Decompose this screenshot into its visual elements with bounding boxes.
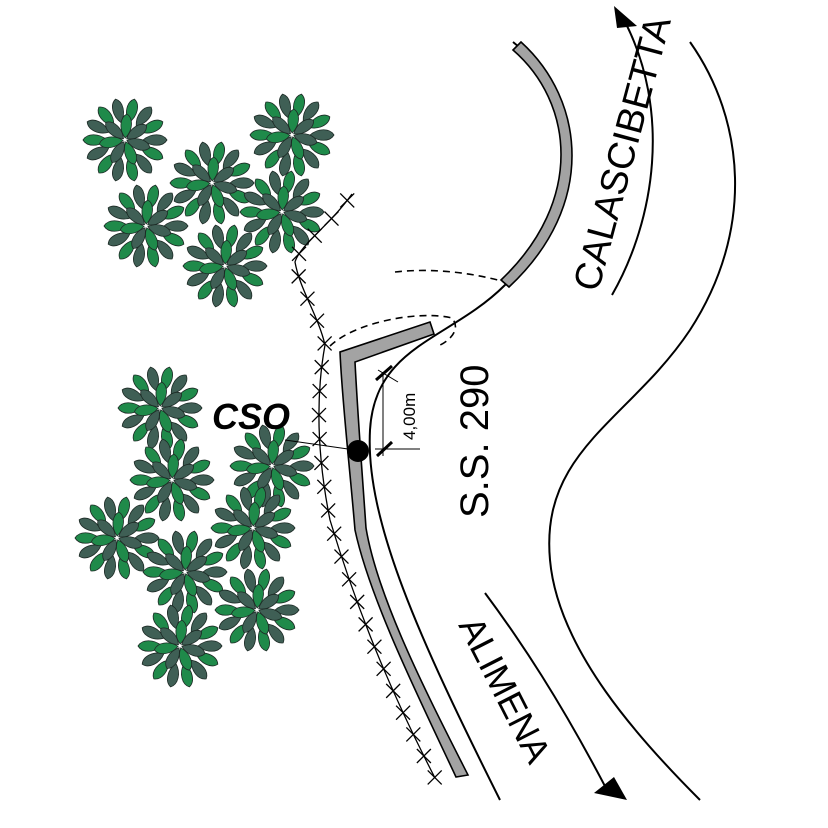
fence-cross-icon <box>416 748 432 764</box>
distance-dimension: 4,00m <box>375 364 420 458</box>
fence-line <box>294 193 436 779</box>
direction-label-calascibetta: CALASCIBETTA <box>566 11 680 295</box>
site-dot-icon <box>347 440 369 462</box>
fence-cross-icon <box>341 571 357 587</box>
fence-cross-icon <box>324 211 339 226</box>
fence-cross-icon <box>317 335 333 351</box>
cso-site: CSO <box>212 396 369 462</box>
fence-cross-icon <box>309 313 325 329</box>
arrow-north-line <box>611 17 654 296</box>
fence-cross-icon <box>312 431 328 447</box>
fence-cross-icon <box>376 661 392 677</box>
fence-cross-icon <box>326 526 342 542</box>
fence-cross-icon <box>334 549 349 564</box>
fence-crosses <box>291 192 443 785</box>
tree-icon <box>182 223 268 309</box>
fence-cross-icon <box>291 246 307 262</box>
road-edge-east <box>548 41 737 801</box>
fence-cross-icon <box>395 705 411 721</box>
tree-icon <box>137 603 223 689</box>
fence-cross-icon <box>291 268 307 284</box>
distance-label: 4,00m <box>400 393 419 440</box>
tree-icon <box>82 97 168 183</box>
fence-cross-icon <box>307 228 323 244</box>
fence-cross-icon <box>405 726 421 742</box>
junction-dashed-upper <box>394 269 506 283</box>
fence-cross-icon <box>314 359 330 375</box>
tree-cluster <box>74 92 335 689</box>
fence-cross-icon <box>312 383 328 399</box>
road-label: S.S. 290 <box>453 365 497 518</box>
fence <box>291 192 443 785</box>
tree-icon <box>214 567 300 653</box>
fence-cross-icon <box>366 639 382 655</box>
tree-icon <box>117 365 203 451</box>
wall-south <box>339 320 470 778</box>
wall-north <box>499 40 573 289</box>
retaining-walls <box>339 40 573 778</box>
fence-cross-icon <box>313 455 329 471</box>
fence-cross-icon <box>316 479 332 495</box>
fence-cross-icon <box>358 616 374 632</box>
fence-cross-icon <box>311 407 327 423</box>
arrow-south-line <box>484 592 608 791</box>
arrow-head-icon <box>594 777 627 800</box>
fence-cross-icon <box>320 503 336 518</box>
tree-icon <box>142 529 228 615</box>
fence-cross-icon <box>299 291 315 307</box>
fence-cross-icon <box>349 594 365 610</box>
fence-cross-icon <box>339 192 355 208</box>
arrow-head-icon <box>614 6 637 28</box>
fence-cross-icon <box>385 683 401 699</box>
fence-cross-icon <box>427 769 443 785</box>
tree-icon <box>249 92 335 178</box>
direction-arrows <box>484 6 654 800</box>
site-label: CSO <box>212 396 290 437</box>
direction-label-alimena: ALIMENA <box>451 610 559 769</box>
junction-dashed-lower <box>329 314 457 347</box>
